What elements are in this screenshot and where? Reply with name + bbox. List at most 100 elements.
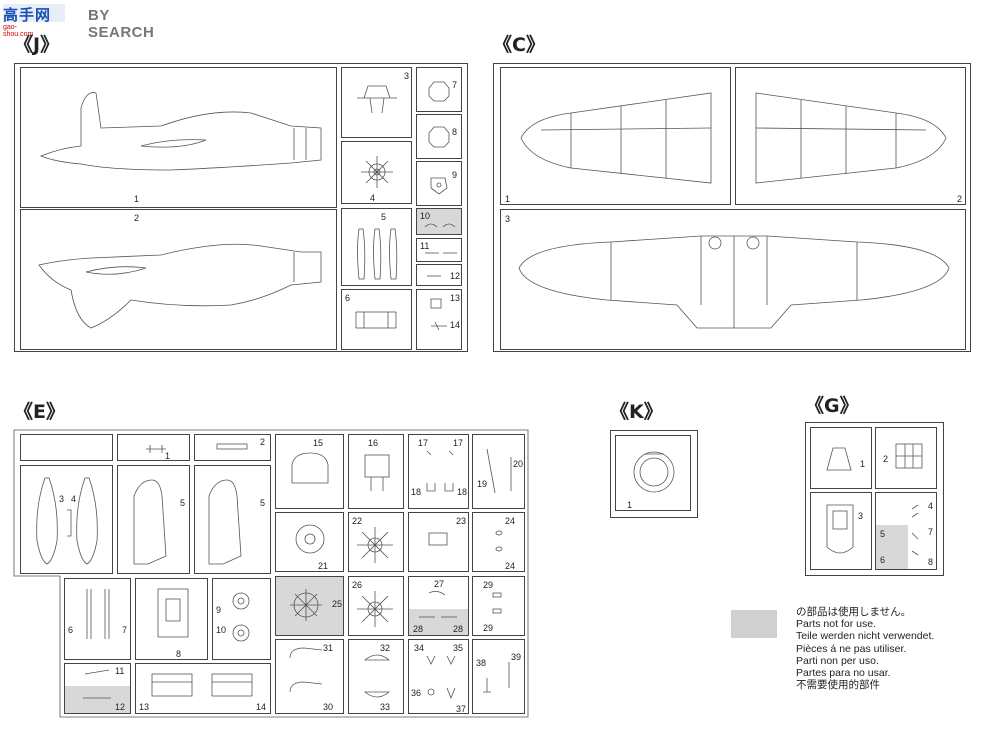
part-number: 33: [380, 702, 391, 712]
section-e-label: 《E》: [14, 401, 65, 423]
part-number: 1: [134, 194, 140, 204]
part-number: 9: [452, 170, 458, 180]
legend: の部品は使用しません。 Parts not for use. Teile wer…: [796, 606, 934, 691]
part-number: 39: [511, 652, 522, 662]
part-drawing: [427, 275, 441, 277]
shaded-area: [876, 525, 908, 569]
section-g-label: 《G》: [805, 395, 859, 417]
part-drawing: [419, 591, 457, 618]
part-e16-panel: 16: [348, 434, 404, 509]
part-number: 2: [883, 454, 889, 464]
fuselage-side-drawing: [38, 243, 322, 329]
part-number: 26: [352, 580, 363, 590]
part-number: 23: [456, 516, 467, 526]
part-number: 8: [176, 649, 182, 659]
canopy-part-drawing: [826, 447, 852, 471]
part-number: 24: [505, 516, 516, 526]
part-e22-panel: 22: [348, 512, 404, 572]
legend-line-de: Teile werden nicht verwendet.: [796, 630, 935, 643]
part-e30-31-panel: 31 30: [275, 639, 344, 714]
part-number: 22: [352, 516, 363, 526]
part-j3-panel: 3: [341, 67, 412, 138]
part-number: 38: [476, 658, 487, 668]
section-c-label: 《C》: [493, 34, 545, 56]
part-c3-panel: 3: [500, 209, 966, 350]
part-number: 3: [858, 511, 864, 521]
sprue-j-frame: [14, 63, 468, 352]
lower-wing-drawing: [518, 235, 950, 329]
part-j4-panel: 4: [341, 141, 412, 204]
part-e19-20-panel: 19 20: [472, 434, 525, 509]
sprue-k-frame: [610, 430, 698, 518]
part-drawing: [424, 223, 456, 228]
part-j7-panel: 7: [416, 67, 462, 112]
part-k1-panel: 1: [615, 435, 691, 511]
part-number: 10: [216, 625, 227, 635]
shaded-area: [409, 609, 468, 635]
wheels-drawing: [232, 592, 250, 642]
part-g1-panel: 1: [810, 427, 872, 489]
part-j10-panel: 10: [416, 208, 462, 235]
part-e27-28-panel: 27 28 28: [408, 576, 469, 636]
part-number: 7: [122, 625, 128, 635]
part-j13-14-panel: 13 14: [416, 289, 462, 350]
canopy-drawing: [826, 504, 854, 554]
part-number: 6: [345, 293, 351, 303]
part-number: 4: [928, 501, 934, 511]
part-number: 18: [457, 487, 468, 497]
part-number: 28: [413, 624, 424, 634]
part-drawing: [426, 655, 456, 700]
part-number: 37: [456, 704, 467, 714]
part-number: 5: [381, 212, 387, 222]
engine-cylinders-drawing: [357, 591, 393, 627]
part-number: 12: [450, 271, 461, 281]
part-drawing: [430, 298, 447, 331]
part-j11-panel: 11: [416, 238, 462, 262]
part-number: 35: [453, 643, 464, 653]
part-j2-panel: 2: [20, 209, 337, 350]
legend-line-it: Parti non per uso.: [796, 654, 879, 667]
engine-cylinder-drawing: [295, 524, 325, 554]
part-number: 2: [957, 194, 963, 204]
propeller-blades-drawing: [357, 228, 398, 280]
part-number: 32: [380, 643, 391, 653]
part-g4-8-panel: 4 5 6 7 8: [875, 492, 937, 570]
part-number: 9: [216, 605, 222, 615]
part-drawing: [146, 445, 166, 453]
part-number: 4: [370, 193, 376, 203]
part-number: 28: [453, 624, 464, 634]
part-e6-7-panel: 6 7: [64, 578, 131, 660]
wing-left-drawing: [520, 92, 712, 184]
part-e29-panel: 29 29: [472, 576, 525, 636]
part-number: 18: [411, 487, 422, 497]
part-c2-panel: 2: [735, 67, 966, 205]
section-k-label: 《K》: [610, 401, 663, 423]
part-number: 29: [483, 580, 494, 590]
part-drawing: [428, 532, 448, 546]
part-drawing: [289, 647, 323, 693]
part-number: 36: [411, 688, 422, 698]
part-drawing: [911, 504, 919, 556]
part-number: 6: [880, 555, 886, 565]
part-e3-4-panel: 3 4: [20, 465, 113, 574]
legend-line-es: Partes para no usar.: [796, 667, 891, 680]
part-number: 21: [318, 561, 329, 571]
octagon-part-drawing: [428, 126, 450, 148]
part-e15-panel: 15: [275, 434, 344, 509]
part-number: 7: [928, 527, 934, 537]
part-number: 1: [627, 500, 633, 510]
legend-line-en: Parts not for use.: [796, 618, 876, 631]
watermark-logo-text: 高手网: [3, 6, 52, 24]
part-number: 3: [505, 214, 511, 224]
part-number: 11: [115, 666, 125, 676]
part-number: 30: [323, 702, 334, 712]
part-number: 13: [139, 702, 150, 712]
sprue-c-frame: [493, 63, 971, 352]
part-number: 31: [323, 643, 334, 653]
part-number: 1: [860, 459, 866, 469]
legend-line-fr: Pièces á ne pas utiliser.: [796, 642, 907, 655]
part-e1-panel: 1: [117, 434, 190, 461]
part-j9-panel: 9: [416, 161, 462, 206]
part-number: 1: [165, 451, 171, 461]
